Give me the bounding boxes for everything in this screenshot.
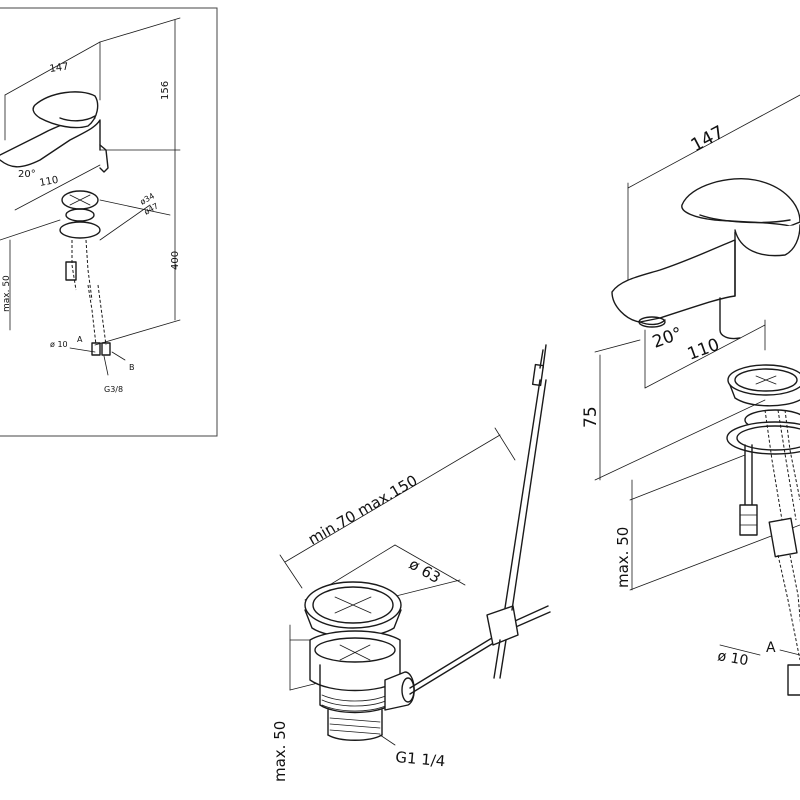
faucet-reach-label: 110 — [685, 335, 722, 365]
waste-drawing: min.70 max.150 ø 63 max. 50 G1 1/4 — [271, 344, 551, 782]
thumb-dim-147-line — [4, 41, 101, 96]
faucet-height-label: 75 — [581, 406, 601, 428]
faucet-hose-fitting — [739, 504, 758, 536]
waste-lever-range-line — [284, 434, 501, 563]
thumb-thread-label: G3/8 — [104, 385, 123, 394]
faucet-spout — [611, 239, 736, 323]
thumb-label-b: B — [129, 363, 135, 372]
thumb-label-a: A — [77, 335, 83, 344]
faucet-handle — [681, 178, 800, 227]
waste-lift-rod — [504, 379, 541, 609]
faucet-drain-cap — [727, 364, 800, 396]
thumb-width-label: 147 — [49, 61, 69, 75]
thumb-dim-dia-line — [99, 199, 171, 216]
thumb-hose-length-label: 400 — [170, 251, 181, 270]
faucet-drawing: 147 20° 110 75 max. 50 ø 10 A — [581, 94, 800, 696]
thumb-hose-fitting — [65, 261, 77, 281]
faucet-pipe-label: ø 10 — [716, 648, 749, 669]
waste-lever-range-label: min.70 max.150 — [305, 471, 421, 548]
faucet-max-thickness-label: max. 50 — [614, 527, 632, 588]
thumb-angle-label: 20° — [18, 169, 36, 180]
thumb-pipe-label: ø 10 — [50, 340, 68, 349]
faucet-dim-75-line — [594, 399, 766, 481]
waste-clip — [486, 605, 519, 646]
faucet-dim-110-line — [644, 324, 766, 389]
thumbnail-drawing: 147 156 20° 110 ø34 ø47 400 max. 50 ø 10… — [0, 7, 218, 437]
thumb-faucet-spout — [0, 119, 101, 168]
faucet-angle-label: 20° — [650, 324, 685, 353]
faucet-label-a: A — [766, 640, 776, 656]
thumb-reach-label: 110 — [39, 175, 60, 189]
thumbnail-frame — [0, 7, 218, 437]
thumb-hose-braided — [87, 284, 97, 346]
thumb-dim-110-line — [14, 164, 101, 211]
thumb-height-label: 156 — [160, 81, 171, 100]
thumb-max-thickness-label: max. 50 — [2, 275, 12, 312]
faucet-dim-147-line — [627, 94, 800, 189]
waste-rod — [409, 629, 506, 689]
waste-thread-label: G1 1/4 — [395, 748, 446, 770]
waste-side-fitting — [384, 671, 415, 711]
thumb-faucet-handle — [32, 91, 99, 129]
waste-max-thickness-label: max. 50 — [271, 721, 289, 782]
faucet-hose-braided — [764, 409, 783, 521]
faucet-width-label: 147 — [687, 122, 727, 157]
waste-diameter-label: ø 63 — [406, 555, 444, 587]
